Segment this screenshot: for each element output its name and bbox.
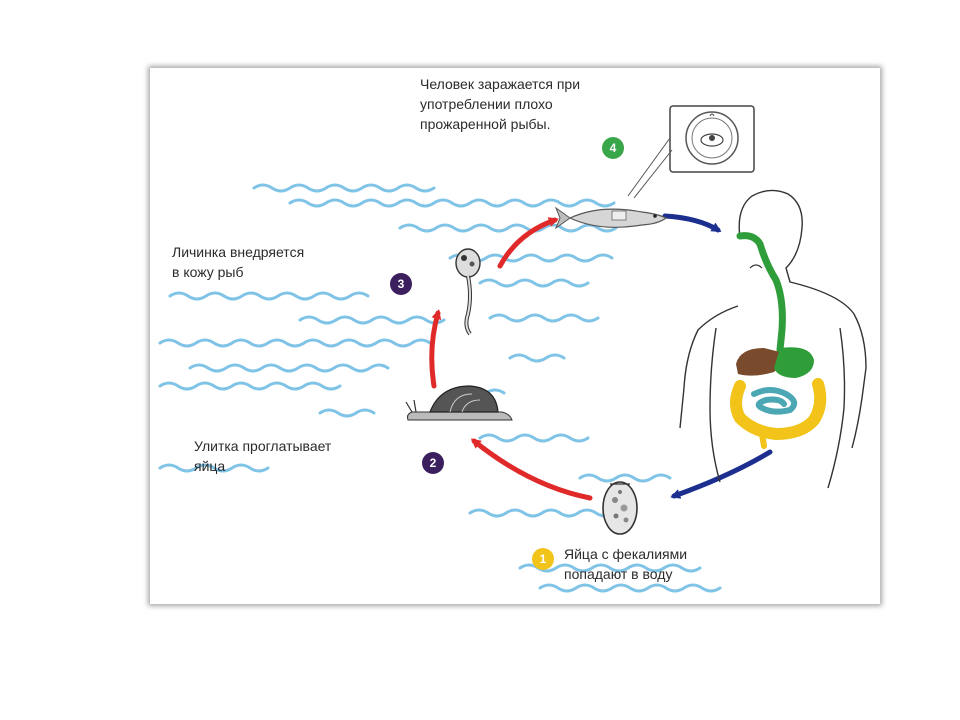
- cyst-icon: [627, 105, 755, 199]
- water-wave: [298, 315, 446, 325]
- step-1-badge: 1: [532, 548, 554, 570]
- water-wave: [288, 198, 616, 208]
- water-wave: [158, 381, 342, 391]
- water-waves: [158, 183, 722, 593]
- human-body-icon: [679, 189, 867, 489]
- water-wave: [538, 583, 722, 593]
- step-1-caption-line-1: Яйца с фекалиями: [564, 546, 688, 562]
- fish-icon: [554, 206, 668, 230]
- water-wave: [578, 473, 672, 483]
- step-4-badge: 4: [602, 137, 624, 159]
- step-4-caption-line-1: Человек заражается при: [420, 76, 581, 92]
- arrow-human-to-egg: [670, 449, 773, 499]
- step-3-caption-line-2: в кожу рыб: [172, 264, 244, 280]
- water-wave: [318, 408, 376, 418]
- water-wave: [158, 463, 270, 473]
- arrow-fish-to-human: [662, 213, 722, 233]
- cycle-arrows: [429, 213, 773, 501]
- step-2-badge: 2: [422, 452, 444, 474]
- water-wave: [478, 278, 590, 288]
- larva-icon: [455, 248, 481, 336]
- step-3-caption-line-1: Личинка внедряется: [172, 244, 305, 260]
- step-4-caption: Человек заражается при употреблении плох…: [420, 74, 580, 134]
- life-cycle-diagram: [158, 105, 867, 593]
- step-4-caption-line-3: прожаренной рыбы.: [420, 116, 551, 132]
- water-wave: [158, 338, 432, 348]
- step-2-caption: Улитка проглатывает яйца: [194, 436, 331, 476]
- step-2-caption-line-1: Улитка проглатывает: [194, 438, 332, 454]
- step-3-badge: 3: [390, 273, 412, 295]
- step-2-caption-line-2: яйца: [194, 458, 226, 474]
- step-3-caption: Личинка внедряется в кожу рыб: [172, 242, 304, 282]
- arrow-snail-to-larva: [429, 309, 442, 389]
- water-wave: [478, 433, 590, 443]
- water-wave: [168, 291, 370, 301]
- step-1-caption: Яйца с фекалиями попадают в воду: [564, 544, 687, 584]
- water-wave: [188, 363, 390, 373]
- diagram-frame: Человек заражается при употреблении плох…: [150, 68, 880, 604]
- water-wave: [488, 313, 600, 323]
- egg-icon: [602, 481, 638, 535]
- snail-icon: [405, 385, 513, 421]
- arrow-larva-to-fish: [497, 217, 559, 269]
- step-1-caption-line-2: попадают в воду: [564, 566, 673, 582]
- water-wave: [398, 223, 618, 233]
- arrow-egg-to-snail: [470, 438, 593, 501]
- water-wave: [518, 563, 702, 573]
- water-wave: [468, 508, 616, 518]
- water-wave: [508, 353, 566, 363]
- step-4-caption-line-2: употреблении плохо: [420, 96, 553, 112]
- water-wave: [252, 183, 436, 193]
